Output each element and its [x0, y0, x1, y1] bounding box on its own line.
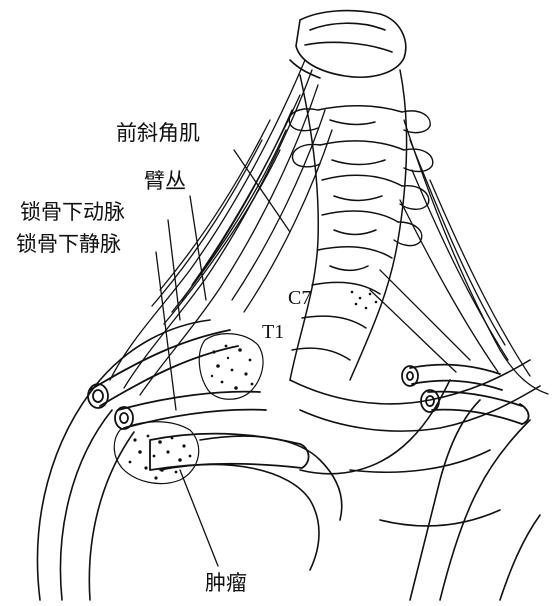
- label-artery: 锁骨下动脉: [18, 201, 127, 224]
- label-vein: 锁骨下静脉: [14, 233, 123, 256]
- label-tumor: 肿瘤: [203, 572, 249, 595]
- leader-lines: [156, 150, 290, 566]
- transverse-processes: [289, 109, 433, 246]
- label-c7: C7: [288, 288, 311, 308]
- label-t1: T1: [262, 322, 284, 342]
- tumor-mass: [114, 334, 263, 484]
- leader-tumor: [180, 470, 218, 566]
- skull-base: [290, 11, 406, 78]
- vessels-left: [88, 330, 266, 429]
- right-neck-muscles: [370, 120, 548, 394]
- first-rib: [150, 434, 309, 470]
- label-scalenus: 前斜角肌: [114, 122, 202, 145]
- leader-artery: [168, 220, 180, 320]
- tumor-stipple: [129, 345, 254, 480]
- leader-vein: [156, 252, 176, 410]
- vessels-right: [402, 365, 529, 424]
- label-plexus: 臂丛: [142, 170, 188, 193]
- rib-cage: [38, 320, 541, 600]
- cervical-spine: [290, 70, 407, 380]
